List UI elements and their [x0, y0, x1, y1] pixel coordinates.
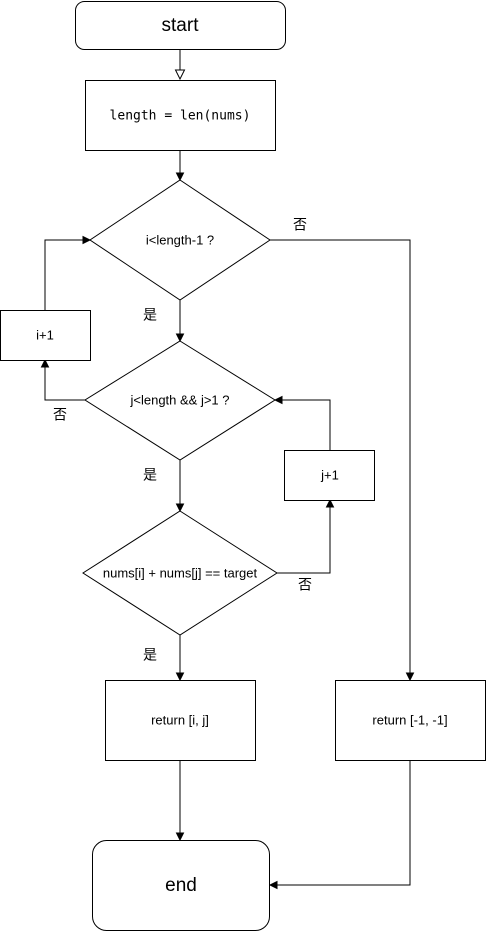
label-inner-yes: 是	[143, 467, 157, 483]
node-inc-i[interactable]: i+1	[0, 310, 91, 361]
node-init[interactable]: length = len(nums)	[85, 80, 276, 151]
node-inc-j-label: j+1	[320, 467, 339, 482]
label-outer-no: 否	[293, 217, 307, 233]
edge-inc-j-to-inner-check	[273, 395, 331, 450]
node-inc-i-label: i+1	[36, 327, 54, 342]
node-outer-check-label: i<length-1 ?	[146, 232, 214, 247]
node-return-not-found[interactable]: return [-1, -1]	[335, 680, 486, 761]
edge-start-to-init	[174, 49, 186, 81]
edge-inner-no-to-inc-i	[40, 358, 85, 401]
edge-return-not-found-to-end	[268, 760, 411, 890]
node-inc-j[interactable]: j+1	[284, 450, 375, 501]
edge-sum-no-to-inc-j	[277, 498, 335, 574]
node-end[interactable]: end	[92, 840, 270, 931]
node-init-label: length = len(nums)	[110, 109, 251, 124]
edge-return-found-to-end	[175, 760, 185, 842]
node-sum-check-label: nums[i] + nums[j] == target	[103, 565, 258, 580]
node-sum-check[interactable]: nums[i] + nums[j] == target	[82, 510, 278, 636]
edge-init-to-outer-check	[175, 150, 185, 182]
edge-sum-yes-to-return-found	[175, 635, 185, 682]
edge-inc-i-to-outer-check	[44, 235, 92, 310]
node-return-not-found-label: return [-1, -1]	[372, 712, 447, 727]
node-start[interactable]: start	[75, 1, 286, 50]
node-end-label: end	[165, 875, 197, 896]
label-sum-no: 否	[298, 577, 312, 593]
edge-inner-yes-to-sum-check	[175, 460, 185, 513]
node-return-found-label: return [i, j]	[151, 712, 209, 727]
edge-outer-yes-to-inner-check	[175, 299, 185, 343]
node-start-label: start	[162, 15, 200, 36]
node-return-found[interactable]: return [i, j]	[105, 680, 256, 761]
node-inner-check-label: j<length && j>1 ?	[129, 392, 229, 407]
edge-outer-no-to-return-not-found	[270, 239, 415, 682]
label-inner-no: 否	[53, 407, 67, 423]
label-outer-yes: 是	[143, 307, 157, 323]
label-sum-yes: 是	[143, 647, 157, 663]
node-outer-check[interactable]: i<length-1 ?	[89, 179, 271, 301]
node-inner-check[interactable]: j<length && j>1 ?	[84, 340, 276, 461]
